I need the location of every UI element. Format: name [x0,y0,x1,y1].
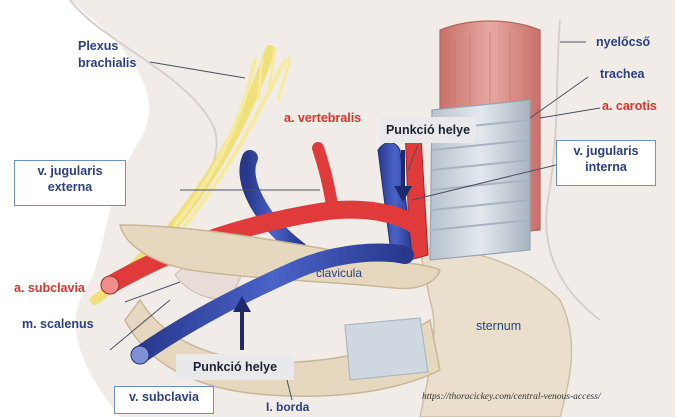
punkcio-tag-bottom: Punkció helye [176,354,294,380]
label-sternum: sternum [476,318,521,334]
box-subclavia-vein: v. subclavia [114,386,214,414]
label-carotis: a. carotis [602,98,657,114]
box-jugularis-externa: v. jugularis externa [14,160,126,206]
label-jugularis-externa-line2: externa [15,179,125,195]
label-vertebralis: a. vertebralis [284,110,361,126]
label-borda: I. borda [266,399,309,415]
label-subclavia-vein: v. subclavia [115,389,213,405]
label-trachea: trachea [600,66,644,82]
label-subclavia-artery: a. subclavia [14,280,85,296]
label-jugularis-interna-line2: interna [557,159,655,175]
label-clavicula: clavicula [316,265,362,281]
punkcio-tag-top: Punkció helye [380,117,476,143]
label-scalenus: m. scalenus [22,316,94,332]
label-jugularis-externa-line1: v. jugularis [15,163,125,179]
rib-cartilage [345,318,428,380]
label-plexus-line1: Plexus [78,38,118,54]
box-jugularis-interna: v. jugularis interna [556,140,656,186]
label-jugularis-interna-line1: v. jugularis [557,143,655,159]
source-url: https://thoracickey.com/central-venous-a… [422,392,601,402]
label-plexus-line2: brachialis [78,55,136,71]
label-nyelocso: nyelőcső [596,34,650,50]
